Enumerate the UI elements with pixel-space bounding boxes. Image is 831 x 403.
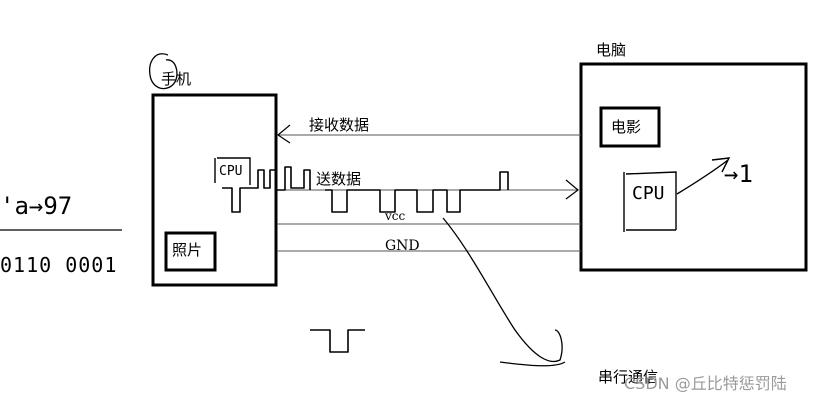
movie-box: [599, 106, 661, 148]
send-signal-wave: [325, 171, 509, 213]
computer-cpu-box: [623, 171, 677, 232]
gnd-label: GND: [385, 238, 420, 254]
computer-label: 电脑: [596, 41, 627, 59]
watermark: CSDN @丘比特惩罚陆: [624, 374, 787, 393]
cpu-result-note: →1: [724, 160, 753, 188]
receive-line: [276, 124, 581, 144]
left-top-note: 'a→97: [0, 192, 73, 220]
send-label: 送数据: [316, 170, 362, 188]
photo-label: 照片: [172, 241, 203, 259]
phone-cpu-scribble: [214, 157, 251, 185]
computer-box: [579, 62, 808, 272]
computer-cpu-note: CPU: [632, 183, 665, 204]
photo-box: [164, 231, 217, 272]
cpu-arrow: [676, 157, 731, 195]
vcc-label: vcc: [385, 209, 406, 223]
phone-label-scribble: [149, 53, 178, 90]
serial-label: 串行通信: [598, 368, 659, 386]
receive-label: 接收数据: [309, 116, 370, 134]
phone-cpu-note: CPU: [219, 164, 243, 179]
movie-label: 电影: [611, 118, 642, 136]
serial-arrow: [442, 217, 566, 367]
left-bottom-note: 0110 0001: [0, 253, 118, 277]
lower-signal-wave: [310, 329, 365, 353]
phone-signal-wave: [222, 166, 311, 213]
phone-label: 手机: [161, 70, 192, 88]
